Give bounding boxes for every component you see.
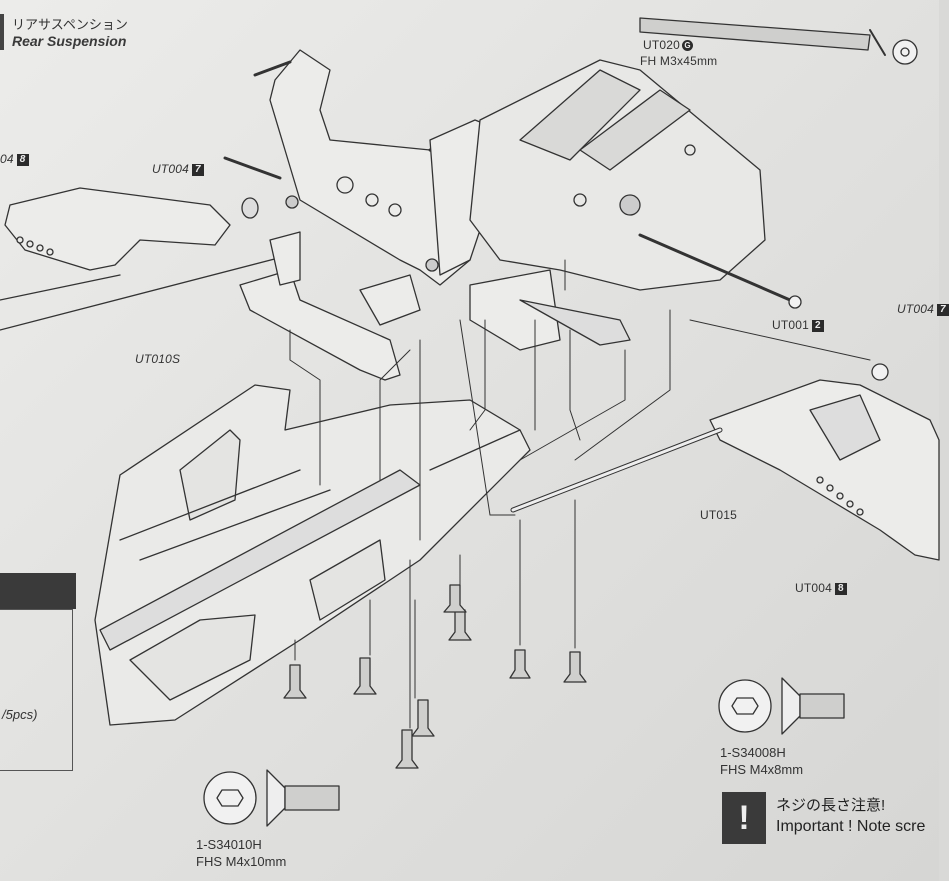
section-title-en: Rear Suspension [12,33,127,49]
bag-badge: 8 [16,154,29,166]
screw-description: FHS M4x8mm [720,762,804,777]
bag-badge: 2 [812,320,824,332]
screw-detail-m4x10 [203,769,340,827]
warning-icon: ! [722,792,766,844]
screws-m4x10 [283,657,435,769]
part-code: UT004 [795,581,833,595]
bag-badge: 7 [192,164,204,176]
screw-part-number: 1-S34010H [196,837,262,852]
screw-description: FHS M4x10mm [196,854,287,869]
parts-box [0,609,73,771]
rear-bulkhead [239,231,631,381]
label-ut010s: UT010S [135,352,181,366]
ut015-hinge-pin [510,427,723,513]
section-marker [0,14,4,50]
parts-box-header [0,573,76,609]
bag-mark: G [682,40,694,51]
screw-part-number: 1-S34008H [720,745,786,760]
screws-m4x8 [443,584,587,683]
section-title-jp: リアサスペンション [12,17,128,32]
bag-badge: 8 [835,583,847,595]
ut020-screw [639,17,918,65]
part-code: UT004 [897,302,935,316]
warning-text-jp: ネジの長さ注意! [776,797,886,814]
left-suspension-arm [0,156,291,331]
part-code: UT020 [643,38,681,52]
bag-badge: 7 [937,304,949,316]
parts-box-text: /5pcs) [2,707,38,722]
part-code: 04 [0,152,14,166]
label-ut015: UT015 [700,508,738,522]
label-ut020-desc: FH M3x45mm [640,54,718,68]
screw-guide-lines [294,499,576,729]
warning-text-en: Important ! Note scre [776,818,926,835]
screw-spec-m4x8: 1-S34008H FHS M4x8mm [720,744,803,778]
part-code: UT001 [772,318,810,332]
part-code: UT004 [152,162,190,176]
assembly-guide-lines [289,259,871,541]
screw-spec-m4x10: 1-S34010H FHS M4x10mm [196,836,286,870]
right-suspension-arm [709,363,940,561]
screw-detail-m4x8 [718,677,845,735]
gearbox [469,59,802,309]
chassis-plate [94,384,531,726]
